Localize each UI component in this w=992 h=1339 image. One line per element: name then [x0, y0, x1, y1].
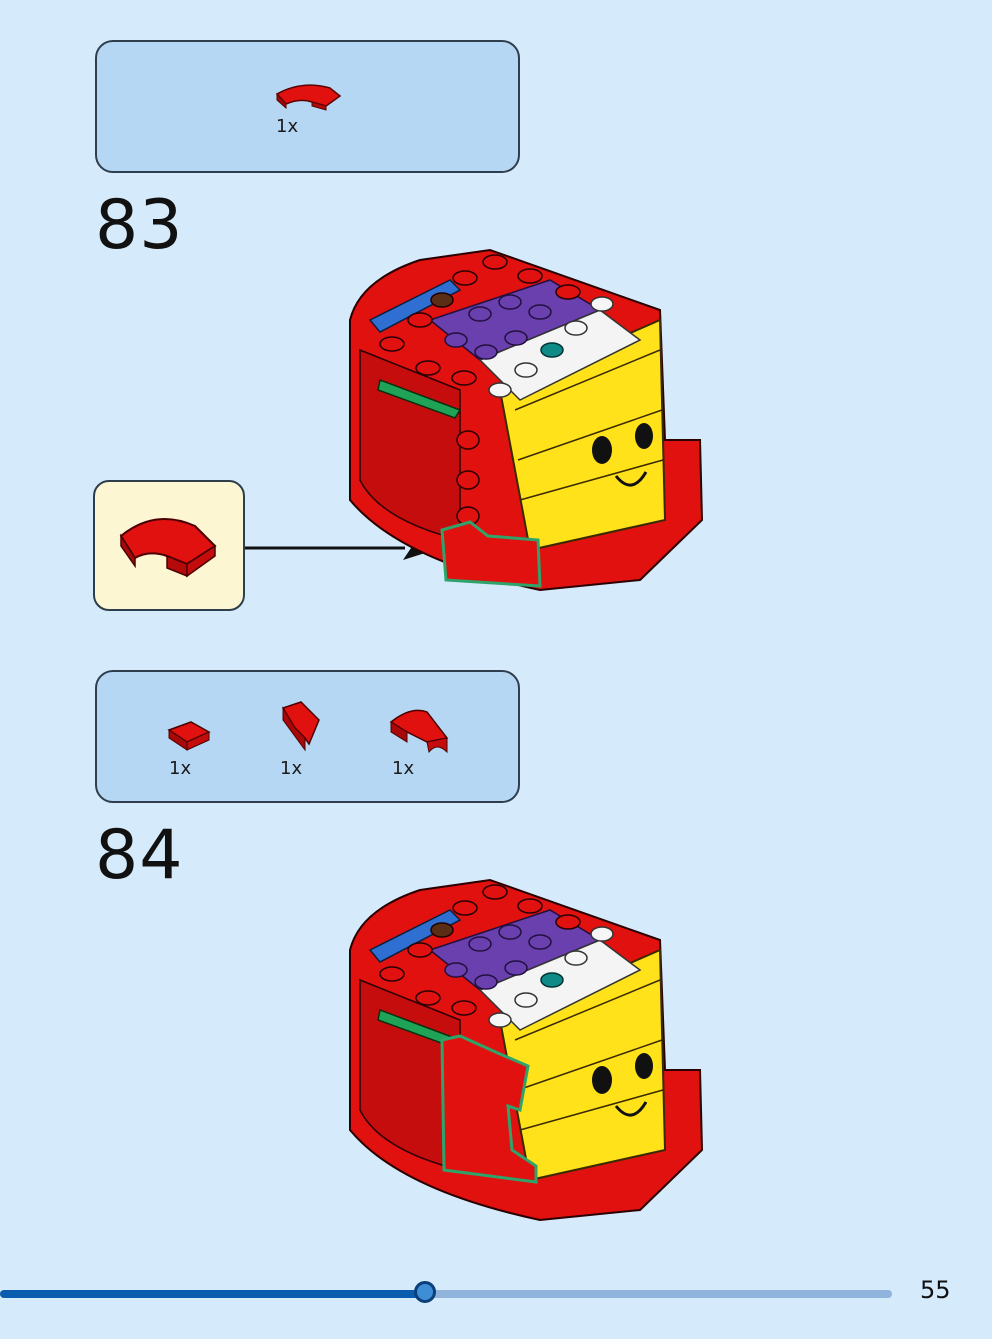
part-quantity: 1x: [392, 758, 415, 779]
red-curved-slope-icon: [275, 84, 342, 111]
red-curved-slope-icon: [119, 517, 217, 578]
red-arch-slope-icon: [389, 709, 449, 754]
parts-list-step-84: 1x 1x 1x: [95, 670, 520, 803]
part-quantity: 1x: [280, 758, 303, 779]
step-84-model: [349, 878, 704, 1222]
page-number: 55: [920, 1276, 951, 1304]
step-number-84: 84: [95, 816, 184, 895]
step-83-model: [349, 248, 704, 592]
progress-fill: [0, 1290, 425, 1298]
step-number-83: 83: [95, 186, 184, 265]
part-quantity: 1x: [169, 758, 192, 779]
part-quantity: 1x: [276, 116, 299, 137]
part-callout: [93, 480, 245, 611]
parts-list-step-83: 1x: [95, 40, 520, 173]
red-tile-icon: [167, 721, 211, 751]
progress-indicator: [413, 1281, 436, 1303]
progress-bar: [0, 1281, 892, 1303]
red-wedge-icon: [281, 701, 320, 752]
